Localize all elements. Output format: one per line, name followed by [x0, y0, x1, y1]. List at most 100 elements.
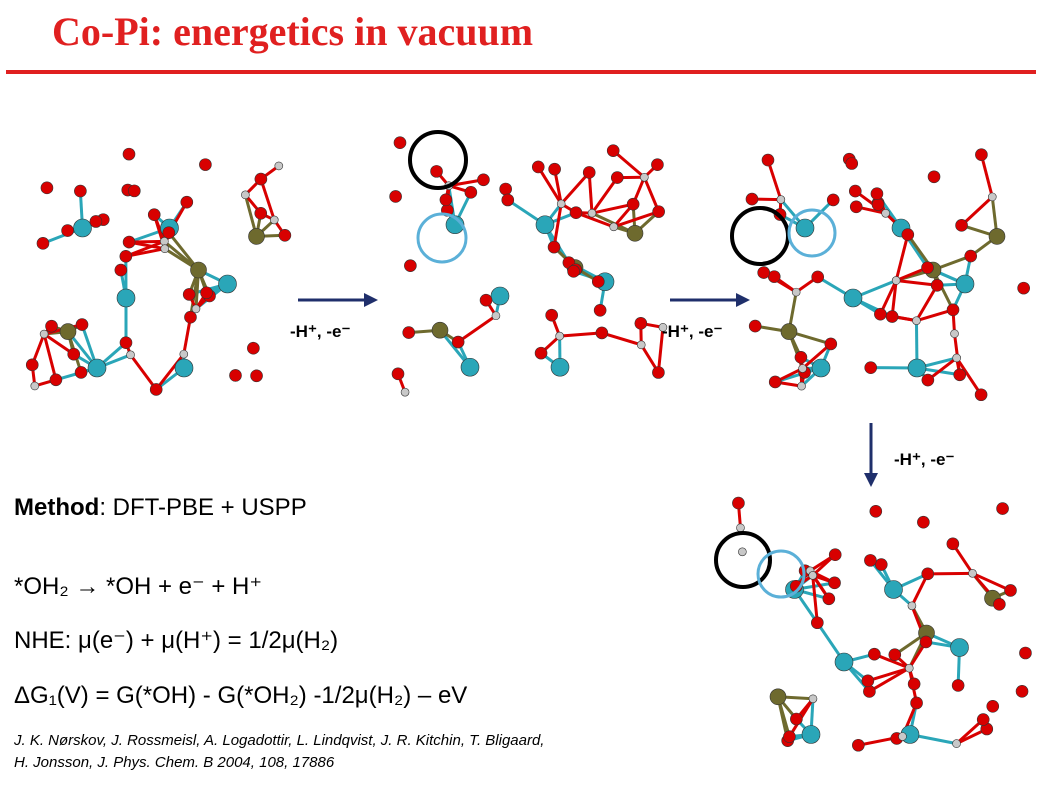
oxygen-atom: [927, 170, 941, 184]
oxygen-atom: [652, 205, 665, 218]
hydrogen-atom: [609, 222, 619, 232]
oxygen-atom: [75, 318, 89, 331]
oxygen-atom: [180, 195, 194, 209]
oxygen-atom: [849, 200, 863, 214]
phosphorus-atom: [248, 228, 265, 245]
hydrogen-atom: [738, 547, 747, 557]
oxygen-atom: [545, 308, 558, 322]
oxygen-atom: [885, 310, 899, 323]
oxygen-atom: [593, 303, 607, 317]
oxo-marker-circle: [714, 531, 772, 589]
oxygen-atom: [119, 336, 133, 349]
oxygen-atom: [548, 162, 561, 176]
oxygen-atom: [864, 554, 877, 567]
oxygen-atom: [626, 197, 640, 211]
hydrogen-atom: [891, 276, 901, 285]
reaction-arrow-right: [298, 293, 378, 307]
oxygen-atom: [852, 738, 865, 752]
oxygen-atom: [761, 153, 775, 167]
oxygen-atom: [250, 369, 263, 383]
oxygen-atom: [439, 193, 453, 207]
oxygen-atom: [149, 383, 163, 396]
hydrogen-atom: [808, 571, 818, 580]
phosphorus-atom: [780, 323, 798, 340]
oxygen-atom: [986, 700, 1000, 713]
oxygen-atom: [534, 346, 548, 360]
cobalt-atom: [87, 358, 107, 378]
oxygen-atom: [732, 496, 745, 510]
hydrogen-atom: [400, 387, 410, 397]
hydrogen-atom: [968, 569, 977, 578]
step-label-3: -H⁺, -e⁻: [894, 450, 955, 469]
oxygen-atom: [757, 266, 771, 279]
oxygen-atom: [845, 157, 859, 170]
hydrogen-atom: [952, 353, 961, 363]
molecule-structure-1: [25, 147, 292, 396]
oxygen-atom: [768, 375, 782, 389]
oxygen-atom: [975, 148, 988, 161]
hydrogen-atom: [191, 304, 201, 314]
oxygen-atom: [404, 259, 417, 272]
oxygen-atom: [917, 515, 930, 529]
oxygen-atom: [996, 502, 1009, 515]
hydrogen-atom: [640, 173, 649, 182]
oxygen-atom: [569, 206, 583, 219]
hydrogen-atom: [160, 244, 170, 254]
oxygen-atom: [974, 388, 988, 402]
oxygen-atom: [477, 173, 490, 187]
hydrogen-atom: [797, 381, 806, 391]
hydrogen-atom: [798, 364, 807, 373]
oxygen-atom: [254, 172, 268, 186]
oxygen-atom: [946, 303, 960, 317]
oxygen-atom: [229, 369, 242, 382]
oxygen-atom: [147, 208, 161, 221]
oxygen-atom: [547, 240, 561, 254]
oxygen-atom: [610, 171, 624, 184]
oxygen-atom: [783, 730, 796, 743]
oxygen-atom: [828, 548, 842, 562]
phosphorus-atom: [190, 261, 207, 279]
oxygen-atom: [790, 712, 803, 726]
oxygen-atom: [119, 250, 133, 263]
hydrogen-atom: [555, 331, 564, 341]
oxygen-atom: [40, 181, 54, 195]
hydrogen-atom: [912, 316, 921, 325]
molecule-structure-2: [389, 136, 668, 397]
cobalt-atom: [843, 288, 863, 308]
hydrogen-atom: [904, 663, 914, 673]
hydrogen-atom: [587, 208, 597, 218]
oxygen-atom: [868, 647, 881, 661]
oxygen-atom: [67, 347, 81, 361]
oxygen-atom: [74, 366, 88, 379]
oxygen-atom: [748, 319, 762, 333]
cobalt-atom: [907, 358, 927, 378]
oxygen-atom: [976, 713, 990, 726]
oxygen-atom: [651, 158, 664, 171]
nhe-equation: NHE: μ(e⁻) + μ(H⁺) = 1/2μ(H₂): [14, 627, 339, 654]
oxygen-atom: [199, 158, 212, 171]
cobalt-atom: [490, 286, 510, 306]
oxygen-atom: [451, 335, 465, 349]
phosphorus-atom: [59, 323, 77, 340]
cobalt-marker-circle: [787, 208, 837, 258]
hydrogen-atom: [269, 215, 279, 225]
hydrogen-atom: [274, 161, 284, 171]
slide-title: Co-Pi: energetics in vacuum: [52, 9, 534, 54]
oxygen-atom: [254, 206, 268, 220]
cobalt-atom: [550, 357, 570, 377]
molecule-structure-3: [745, 148, 1030, 402]
oxygen-atom: [1015, 685, 1029, 698]
oxygen-atom: [402, 326, 416, 339]
oxygen-atom: [745, 192, 759, 206]
oxygen-atom: [531, 160, 545, 174]
method-line: Method: DFT-PBE + USPP: [14, 494, 307, 522]
cobalt-atom: [955, 274, 975, 294]
oxygen-atom: [501, 193, 515, 207]
oxygen-atom: [122, 235, 136, 249]
hydrogen-atom: [987, 192, 997, 202]
oh-marker-circle: [730, 206, 790, 266]
hydrogen-atom: [952, 739, 961, 748]
oxygen-atom: [114, 263, 128, 277]
cobalt-atom: [535, 215, 555, 235]
hydrogen-atom: [881, 208, 890, 218]
